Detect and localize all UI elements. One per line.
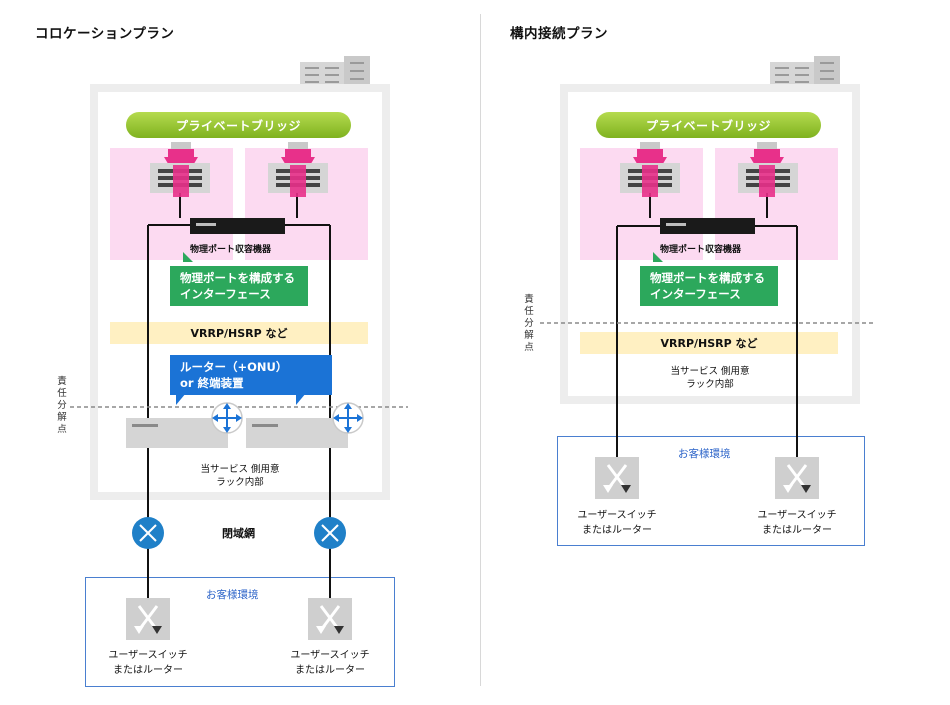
left-demarcation-char: 点 bbox=[57, 424, 67, 435]
left-user-device-1-label: ユーザースイッチ またはルーター bbox=[98, 648, 198, 678]
switch-icon bbox=[595, 457, 639, 499]
switch-icon bbox=[126, 598, 170, 640]
left-rack-note: 当サービス 側用意 ラック内部 bbox=[180, 463, 300, 489]
switch-icon bbox=[775, 457, 819, 499]
right-demarcation-label: 責 任 分 解 点 bbox=[523, 294, 535, 354]
left-rack-note-line2: ラック内部 bbox=[216, 477, 264, 488]
left-title: コロケーションプラン bbox=[35, 26, 175, 42]
network-node-icon bbox=[314, 517, 346, 549]
left-port-device-label: 物理ポート収容機器 bbox=[190, 245, 272, 255]
right-vrrp-band: VRRP/HSRP など bbox=[580, 332, 838, 354]
right-demarcation-char: 任 bbox=[524, 306, 534, 317]
right-rack-note-line1: 当サービス 側用意 bbox=[670, 366, 750, 377]
router-device-1 bbox=[126, 418, 228, 448]
left-rack-note-line1: 当サービス 側用意 bbox=[200, 464, 280, 475]
right-title: 構内接続プラン bbox=[510, 26, 608, 42]
left-router-box: ルーター（+ONU） or 終端装置 bbox=[170, 355, 332, 395]
switch-icon bbox=[308, 598, 352, 640]
port-device-right bbox=[660, 218, 755, 234]
left-port-interface-line1: 物理ポートを構成する bbox=[180, 271, 295, 285]
right-demarcation-char: 責 bbox=[524, 294, 534, 305]
server-icon bbox=[738, 142, 798, 197]
right-user-device-1-line1: ユーザースイッチ bbox=[577, 510, 657, 521]
right-customer-env-label: お客様環境 bbox=[678, 448, 731, 460]
left-demarcation-char: 解 bbox=[57, 412, 67, 423]
left-vrrp-band: VRRP/HSRP など bbox=[110, 322, 368, 344]
network-node-icon bbox=[132, 517, 164, 549]
right-user-device-2-line2: またはルーター bbox=[762, 525, 832, 536]
right-port-interface-line1: 物理ポートを構成する bbox=[650, 271, 765, 285]
router-icon bbox=[332, 402, 364, 434]
left-port-interface-line2: インターフェース bbox=[180, 287, 271, 301]
router-device-2 bbox=[246, 418, 348, 448]
left-demarcation-char: 分 bbox=[57, 400, 67, 411]
router-icon bbox=[211, 402, 243, 434]
right-user-device-1-label: ユーザースイッチ またはルーター bbox=[567, 508, 667, 538]
right-demarcation-char: 解 bbox=[524, 330, 534, 341]
right-user-device-1-line2: またはルーター bbox=[582, 525, 652, 536]
building-icon bbox=[770, 56, 840, 88]
right-demarcation-char: 分 bbox=[524, 318, 534, 329]
server-icon bbox=[150, 142, 210, 197]
server-icon bbox=[268, 142, 328, 197]
right-port-device-label: 物理ポート収容機器 bbox=[660, 245, 742, 255]
server-icon bbox=[620, 142, 680, 197]
left-user-device-2-line1: ユーザースイッチ bbox=[290, 650, 370, 661]
right-demarcation-char: 点 bbox=[524, 342, 534, 353]
left-router-box-line2: or 終端装置 bbox=[180, 376, 244, 390]
right-port-interface-line2: インターフェース bbox=[650, 287, 741, 301]
port-device-left bbox=[190, 218, 285, 234]
building-icon bbox=[300, 56, 370, 88]
left-customer-env-label: お客様環境 bbox=[206, 589, 259, 601]
closed-network-label: 閉域網 bbox=[222, 527, 255, 540]
right-rack-note: 当サービス 側用意 ラック内部 bbox=[650, 365, 770, 391]
right-port-interface-box: 物理ポートを構成する インターフェース bbox=[640, 266, 778, 306]
left-port-interface-box: 物理ポートを構成する インターフェース bbox=[170, 266, 308, 306]
left-demarcation-char: 責 bbox=[57, 376, 67, 387]
left-demarcation-label: 責 任 分 解 点 bbox=[56, 376, 68, 436]
right-private-bridge: プライベートブリッジ bbox=[596, 112, 821, 138]
right-user-device-2-label: ユーザースイッチ またはルーター bbox=[747, 508, 847, 538]
panel-divider bbox=[480, 14, 481, 686]
left-private-bridge: プライベートブリッジ bbox=[126, 112, 351, 138]
left-user-device-2-label: ユーザースイッチ またはルーター bbox=[280, 648, 380, 678]
left-demarcation-char: 任 bbox=[57, 388, 67, 399]
left-user-device-2-line2: またはルーター bbox=[295, 665, 365, 676]
right-user-device-2-line1: ユーザースイッチ bbox=[757, 510, 837, 521]
left-user-device-1-line2: またはルーター bbox=[113, 665, 183, 676]
left-user-device-1-line1: ユーザースイッチ bbox=[108, 650, 188, 661]
right-rack-note-line2: ラック内部 bbox=[686, 379, 734, 390]
left-router-box-line1: ルーター（+ONU） bbox=[180, 360, 288, 374]
